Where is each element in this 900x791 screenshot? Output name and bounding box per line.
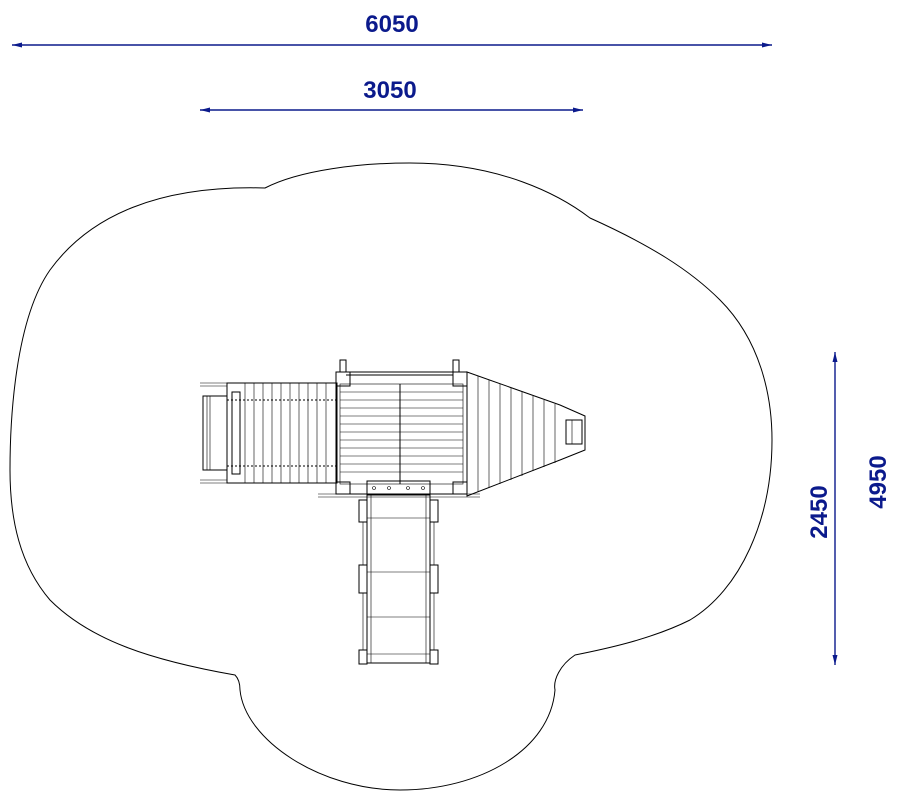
dimension-label-overall-width: 6050 bbox=[365, 11, 418, 38]
slide bbox=[358, 480, 439, 665]
dimension-label-structure-width: 3050 bbox=[363, 77, 416, 104]
dimension-structure-width: 3050 bbox=[200, 77, 583, 113]
main-platform bbox=[318, 359, 480, 498]
safety-zone-outline bbox=[9, 162, 773, 791]
trapezoid-section bbox=[466, 371, 586, 497]
dimension-label-overall-depth: 4950 bbox=[865, 455, 892, 508]
ramp-bridge bbox=[200, 382, 338, 484]
dimension-label-structure-depth: 2450 bbox=[806, 485, 833, 538]
dimension-overall-width: 6050 bbox=[12, 11, 772, 48]
dimension-overall-depth: 4950 bbox=[865, 455, 892, 508]
dimension-structure-depth: 2450 bbox=[806, 352, 838, 665]
equipment-top-view bbox=[200, 359, 586, 665]
